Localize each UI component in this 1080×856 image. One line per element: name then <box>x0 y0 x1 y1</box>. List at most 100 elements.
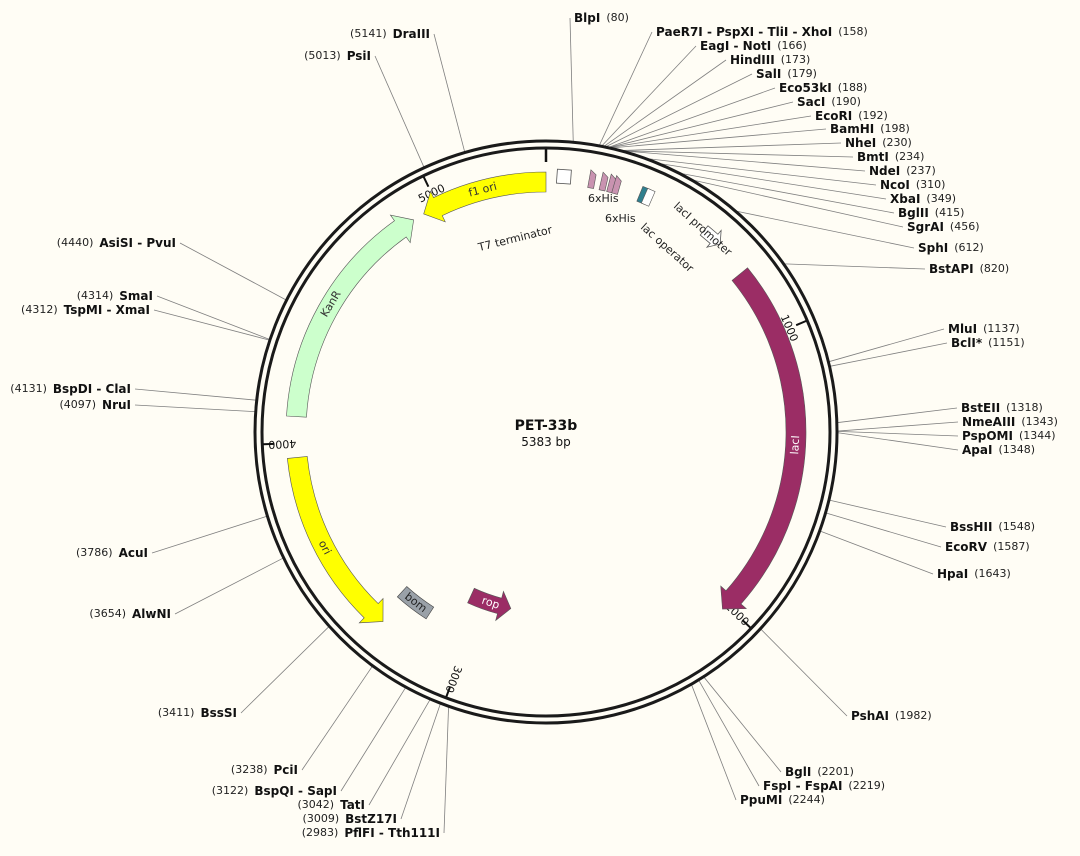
svg-text:SacI(190): SacI(190) <box>797 95 861 109</box>
site-position: (2244) <box>788 793 825 806</box>
site-bsteii: BstEII(1318) <box>961 401 1043 415</box>
site-ecori: EcoRI(192) <box>815 109 888 123</box>
site-position: (4312) <box>21 303 58 316</box>
site-tati: (3042) TatI <box>297 798 365 812</box>
svg-text:BglI(2201): BglI(2201) <box>785 765 854 779</box>
svg-text:FspI - FspAI(2219): FspI - FspAI(2219) <box>763 779 885 793</box>
svg-text:NmeAIII(1343): NmeAIII(1343) <box>962 415 1058 429</box>
site-position: (1151) <box>988 336 1025 349</box>
site-lead <box>760 629 848 717</box>
site-position: (230) <box>882 136 912 149</box>
site-name: Eco53kI <box>779 81 832 95</box>
site-bspqi-sapi: (3122)BspQI - SapI <box>212 784 337 798</box>
site-saci: SacI(190) <box>797 95 861 109</box>
svg-text:NcoI(310): NcoI (310) <box>880 178 945 192</box>
site-position: (4314) <box>77 289 114 302</box>
site-lead <box>340 687 406 792</box>
site-lead <box>624 150 854 158</box>
svg-text:HindIII(173): HindIII(173) <box>730 53 810 67</box>
feature-label-rop: rop <box>480 594 501 612</box>
feature-bom <box>396 586 435 620</box>
site-lead <box>691 684 737 801</box>
svg-text:(4314)SmaI: (4314)SmaI <box>77 289 153 303</box>
svg-text:BlpI(80): BlpI(80) <box>574 11 629 25</box>
feature-kanr <box>286 214 414 418</box>
site-name: PflFI - Tth111I <box>344 826 440 840</box>
site-lead <box>661 163 887 200</box>
site-position: (3786) <box>76 546 113 559</box>
site-lead <box>601 45 697 146</box>
site-name: BamHI <box>830 122 874 136</box>
site-lead <box>134 388 256 401</box>
site-name: NruI <box>102 398 131 412</box>
site-name: BstZ17I <box>345 812 397 826</box>
site-bstz17i: (3009)BstZ17I <box>303 812 397 826</box>
site-lead <box>443 707 449 834</box>
svg-text:PaeR7I - PspXI - TliI - XhoI(1: PaeR7I - PspXI - TliI - XhoI(158) <box>656 25 868 39</box>
site-bglii: BglII(415) <box>898 206 964 220</box>
site-pspomi: PspOMI(1344) <box>962 429 1056 443</box>
site-apai: ApaI(1348) <box>962 443 1035 457</box>
site-lead <box>609 87 776 148</box>
site-position: (1643) <box>974 567 1011 580</box>
site-lead <box>153 309 269 341</box>
site-position: (158) <box>838 25 868 38</box>
site-position: (1343) <box>1021 415 1058 428</box>
site-sgrai: SgrAI(456) <box>907 220 980 234</box>
site-name: BspQI - SapI <box>254 784 337 798</box>
site-position: (173) <box>781 53 811 66</box>
site-bsssi: (3411)BssSI <box>158 706 237 720</box>
site-position: (3042) <box>297 798 334 811</box>
site-name: SphI <box>918 241 948 255</box>
site-name: PshAI <box>851 709 889 723</box>
site-position: (5141) <box>350 27 387 40</box>
small-feature-his1 <box>587 169 597 189</box>
svg-text:BamHI(198): BamHI (198) <box>830 122 910 136</box>
feature-text-lac-operator: lac operator <box>638 221 697 276</box>
site-draiii: (5141)DraIII <box>350 27 430 41</box>
site-hindiii: HindIII(173) <box>730 53 810 67</box>
svg-text:(4097)NruI: (4097)NruI <box>59 398 131 412</box>
site-position: (310) <box>916 178 946 191</box>
plasmid-backbone <box>253 139 839 725</box>
feature-label-laci: lacI <box>788 435 802 455</box>
site-name: BglII <box>898 206 929 220</box>
site-name: BssHII <box>950 520 992 534</box>
site-name: NcoI <box>880 178 910 192</box>
site-eagi-noti: EagI - NotI(166) <box>700 39 807 53</box>
site-position: (5013) <box>304 49 341 62</box>
backbone-inner-ring <box>260 146 832 718</box>
site-psii: (5013)PsiI <box>304 49 371 63</box>
svg-text:(4131)BspDI - ClaI: (4131)BspDI - ClaI <box>10 382 131 396</box>
site-eco53ki: Eco53kI(188) <box>779 81 867 95</box>
small-feature-his2 <box>598 171 609 192</box>
site-position: (198) <box>880 122 910 135</box>
site-position: (820) <box>980 262 1010 275</box>
small-feature-lacprom <box>699 225 722 248</box>
site-name: TatI <box>340 798 365 812</box>
site-lead <box>837 431 959 437</box>
site-name: EcoRV <box>945 540 988 554</box>
site-lead <box>649 158 877 186</box>
svg-text:(4440)AsiSI - PvuI: (4440)AsiSI - PvuI <box>57 236 176 250</box>
site-position: (3238) <box>231 763 268 776</box>
site-bstapi: BstAPI(820) <box>929 262 1009 276</box>
site-lead <box>604 59 727 147</box>
site-name: NdeI <box>869 164 900 178</box>
site-lead <box>374 55 425 167</box>
site-name: SgrAI <box>907 220 944 234</box>
site-bcli: BclI*(1151) <box>951 336 1025 350</box>
site-pflfi-tth111i: (2983)PflFI - Tth111I <box>302 826 440 840</box>
backbone-outer-ring <box>253 139 839 725</box>
site-position: (4131) <box>10 382 47 395</box>
site-sali: SalI (179) <box>756 67 817 81</box>
site-position: (179) <box>787 67 817 80</box>
svg-text:BglII(415): BglII(415) <box>898 206 964 220</box>
site-name: AcuI <box>119 546 148 560</box>
site-lead <box>837 421 959 432</box>
site-ecorv: EcoRV(1587) <box>945 540 1030 554</box>
site-name: SalI <box>756 67 781 81</box>
site-lead <box>703 677 782 773</box>
site-name: AsiSI - PvuI <box>99 236 176 250</box>
